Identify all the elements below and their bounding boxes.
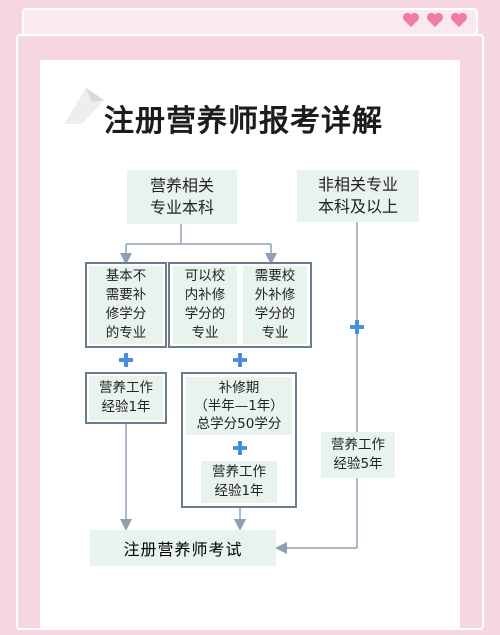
no-extra-label: 基本不 需要补 修学分 的专业 bbox=[105, 268, 147, 341]
no-extra-box: 基本不 需要补 修学分 的专业 bbox=[89, 266, 163, 344]
extra-credit-frame bbox=[168, 262, 312, 348]
exp-1yr-a-label: 营养工作 经验1年 bbox=[99, 380, 153, 415]
related-major-label: 营养相关 专业本科 bbox=[149, 176, 214, 217]
supplement-frame bbox=[181, 372, 297, 508]
supplement-box: 补修期 （半年—1年） 总学分50学分 bbox=[186, 377, 292, 435]
unrelated-major-label: 非相关专业 本科及以上 bbox=[317, 175, 398, 216]
plus-icon bbox=[119, 353, 133, 367]
diagram-title: 注册营养师报考详解 bbox=[104, 104, 383, 139]
page-fold-icon bbox=[64, 88, 104, 124]
exp-1yr-a-box: 营养工作 经验1年 bbox=[89, 376, 163, 420]
exam-label: 注册营养师考试 bbox=[123, 540, 243, 559]
heart-icon bbox=[427, 12, 443, 28]
supplement-label: 补修期 （半年—1年） 总学分50学分 bbox=[194, 380, 284, 432]
heart-icon bbox=[451, 12, 467, 28]
plus-icon bbox=[233, 441, 247, 455]
plus-icon bbox=[233, 353, 247, 367]
school-extra-box: 可以校 内补修 学分的 专业 bbox=[173, 266, 237, 344]
heart-icon bbox=[403, 12, 419, 28]
outside-extra-box: 需要校 外补修 学分的 专业 bbox=[243, 266, 307, 344]
unrelated-major-box: 非相关专业 本科及以上 bbox=[297, 170, 419, 222]
plus-icon bbox=[350, 320, 364, 334]
exp-1yr-a-frame bbox=[85, 372, 167, 424]
outside-extra-label: 需要校 外补修 学分的 专业 bbox=[254, 268, 296, 341]
related-major-box: 营养相关 专业本科 bbox=[127, 170, 237, 224]
exp-1yr-b-label: 营养工作 经验1年 bbox=[212, 464, 266, 499]
exp-5yr-box: 营养工作 经验5年 bbox=[321, 432, 395, 478]
school-extra-label: 可以校 内补修 学分的 专业 bbox=[184, 268, 226, 341]
no-extra-frame bbox=[85, 262, 167, 348]
exam-box: 注册营养师考试 bbox=[90, 530, 276, 566]
exp-1yr-b-box: 营养工作 经验1年 bbox=[201, 461, 277, 503]
exp-5yr-label: 营养工作 经验5年 bbox=[331, 437, 385, 472]
